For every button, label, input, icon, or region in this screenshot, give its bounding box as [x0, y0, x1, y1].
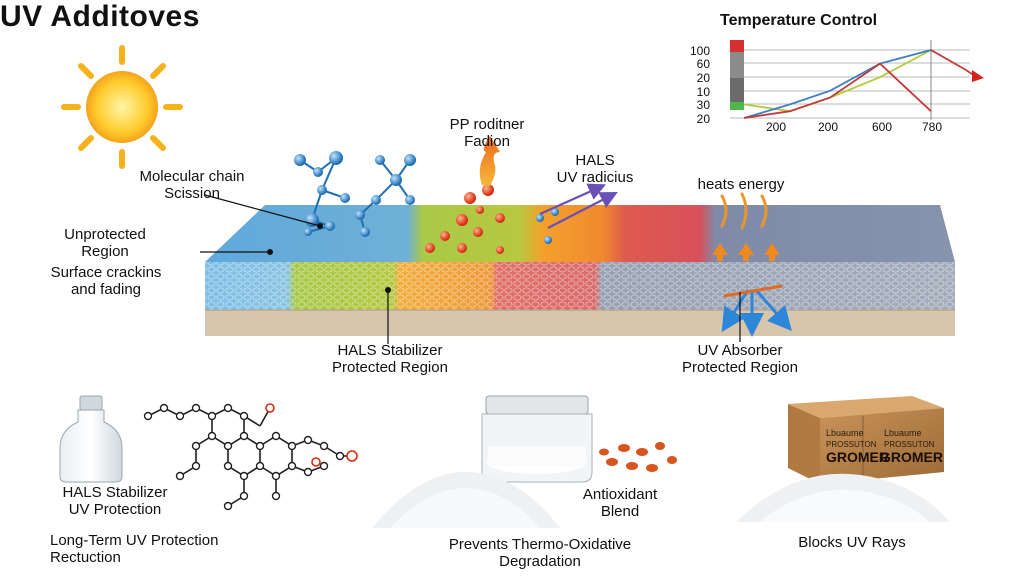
uv-absorber-arrows: [721, 289, 792, 337]
page-title: UV Additoves: [0, 0, 200, 33]
caption-long-term: Long-Term UV Protection Rectuction: [50, 532, 219, 566]
box-label-line3: GROMER: [826, 449, 889, 465]
chart-y-tick: 30: [696, 98, 710, 112]
box-label-line1: Lbuaume: [826, 428, 864, 438]
chart-sidebar-segment: [730, 78, 744, 102]
label-pp-radical: PP roditner Fadion: [449, 116, 525, 150]
chart-sidebar-segment: [730, 52, 744, 78]
chart-x-tick: 200: [765, 120, 787, 134]
chart-y-tick: 60: [696, 57, 710, 71]
caption-thermo-oxidative: Prevents Thermo-Oxidative Degradation: [448, 536, 632, 570]
label-heat-energy: heats energy: [697, 176, 785, 193]
antioxidant-jar-icon: [481, 395, 593, 483]
chart-y-tick: 10: [696, 85, 710, 99]
chart-sidebar-segment: [730, 102, 744, 110]
chart-y-tick: 20: [696, 71, 710, 85]
antioxidant-beads-icon: [599, 442, 677, 472]
sun-icon: [61, 45, 183, 169]
chart-series-line: [743, 62, 932, 119]
temperature-chart: [730, 40, 984, 120]
label-hals-uv: HALS UV radicius: [556, 152, 634, 186]
heat-waves-icon: [720, 192, 768, 230]
chart-series-line: [743, 49, 932, 119]
chart-y-tick: 100: [689, 44, 710, 58]
label-unprotected: Unprotected Region: [64, 226, 146, 260]
hals-uv-arrows: [539, 183, 618, 229]
powder-pile-left: [372, 471, 560, 528]
label-surface-cracking: Surface crackins and fading: [50, 264, 162, 298]
material-slab-base: [205, 310, 955, 336]
hals-bottle-icon: [59, 395, 123, 483]
box-label-line2: PROSSUTON: [826, 440, 877, 449]
radical-atoms-red: [425, 184, 505, 254]
chart-title: Temperature Control: [720, 12, 878, 29]
svg-text:PROSSUTON: PROSSUTON: [884, 440, 935, 449]
chart-sidebar-segment: [730, 40, 744, 52]
svg-text:Lbuaume: Lbuaume: [884, 428, 922, 438]
chart-x-tick: 600: [871, 120, 893, 134]
material-slab-top: [205, 205, 955, 262]
chart-arrowhead: [972, 70, 984, 82]
label-hals-region: HALS Stabilizer Protected Region: [332, 342, 448, 376]
caption-hals-bottle: HALS Stabilizer UV Protection: [62, 484, 168, 518]
label-molecular-chain: Molecular chain Scission: [139, 168, 245, 202]
powder-pile-right: [736, 473, 950, 522]
molecular-structure-atoms: [143, 403, 345, 511]
flame-arrow-icon: [479, 136, 500, 186]
chart-x-tick: 780: [921, 120, 943, 134]
label-uv-absorber-region: UV Absorber Protected Region: [682, 342, 798, 376]
svg-text:GROMER: GROMER: [880, 449, 943, 465]
product-box-icon: [788, 396, 944, 484]
heat-arrows-up: [712, 243, 780, 261]
caption-antioxidant: Antioxidant Blend: [582, 486, 658, 520]
chart-x-tick: 200: [817, 120, 839, 134]
caption-blocks-uv: Blocks UV Rays: [798, 534, 906, 551]
chart-y-tick: 20: [696, 112, 710, 126]
